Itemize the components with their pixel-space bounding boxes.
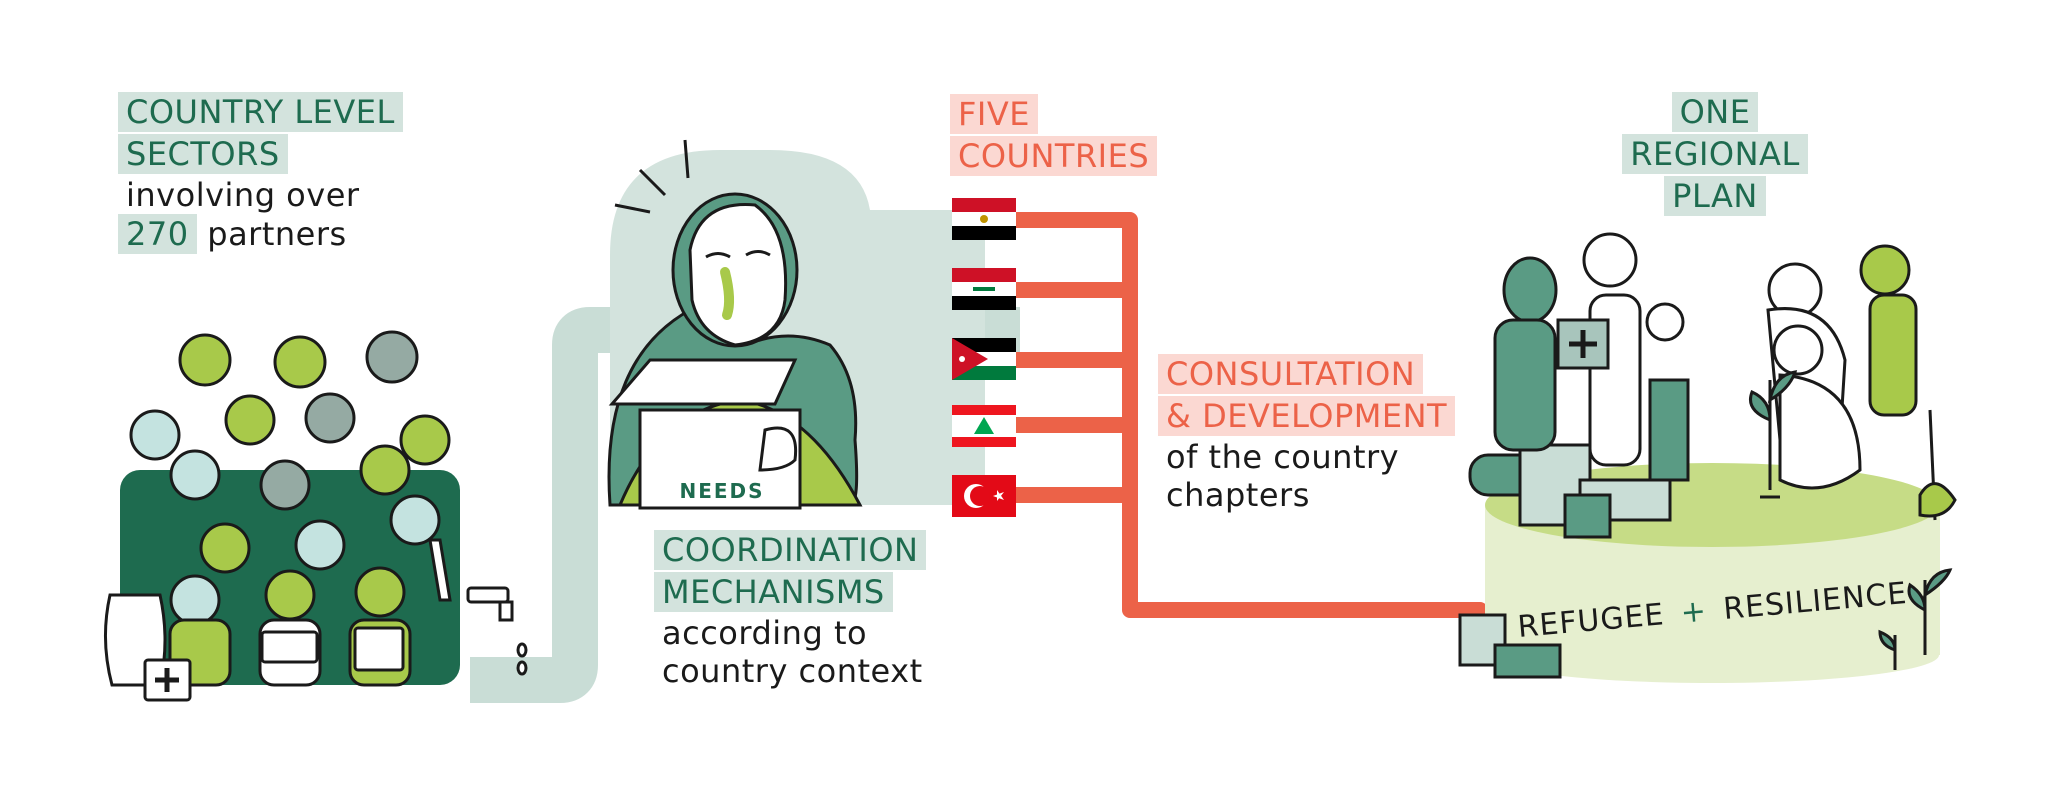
coordination-text-line2: country context xyxy=(662,652,923,690)
needs-box-label: NEEDS xyxy=(679,479,764,503)
consultation-text-line2: chapters xyxy=(1166,476,1310,514)
coral-connector xyxy=(1002,212,1488,618)
regional-label-group: ONE REGIONAL PLAN xyxy=(1600,92,1830,218)
countries-heading-line2: COUNTRIES xyxy=(950,136,1158,176)
platform-label: REFUGEE + RESILIENCE xyxy=(1516,576,1909,645)
countries-label-group: FIVE COUNTRIES xyxy=(950,94,1158,178)
consultation-text-line1: of the country xyxy=(1166,438,1400,476)
coordination-text-line1: according to xyxy=(662,614,868,652)
sectors-text-line2: partners xyxy=(207,215,347,253)
sectors-label-group: COUNTRY LEVEL SECTORS involving over 270… xyxy=(118,92,403,256)
sectors-partners-count: 270 xyxy=(118,214,197,254)
consultation-heading-line1: CONSULTATION xyxy=(1158,354,1424,394)
coordination-heading-line2: MECHANISMS xyxy=(654,572,893,612)
regional-heading-line3: PLAN xyxy=(1664,176,1766,216)
crowd-illustration xyxy=(104,330,460,702)
countries-heading-line1: FIVE xyxy=(950,94,1038,134)
flag-iraq xyxy=(952,268,1016,310)
sectors-text-line1: involving over xyxy=(126,176,360,214)
platform-label-plus: + xyxy=(1679,594,1708,631)
svg-text:REFUGEE + RESILIEN: REFUGEE + RESILIENCE xyxy=(1516,576,1909,645)
woman-character: NEEDS xyxy=(607,139,863,510)
coordination-heading-line1: COORDINATION xyxy=(654,530,927,570)
sectors-heading-line2: SECTORS xyxy=(118,134,288,174)
regional-platform xyxy=(1458,232,1957,683)
flag-lebanon xyxy=(952,405,1016,447)
sectors-heading-line1: COUNTRY LEVEL xyxy=(118,92,403,132)
faucet-icon xyxy=(466,586,528,676)
flag-turkey xyxy=(952,475,1016,517)
regional-heading-line2: REGIONAL xyxy=(1622,134,1808,174)
flag-egypt xyxy=(952,198,1016,240)
coordination-label-group: COORDINATION MECHANISMS according to cou… xyxy=(654,530,927,690)
regional-heading-line1: ONE xyxy=(1671,92,1759,132)
consultation-label-group: CONSULTATION & DEVELOPMENT of the countr… xyxy=(1158,354,1456,514)
consultation-heading-line2: & DEVELOPMENT xyxy=(1158,396,1456,436)
flag-jordan xyxy=(952,338,1016,380)
